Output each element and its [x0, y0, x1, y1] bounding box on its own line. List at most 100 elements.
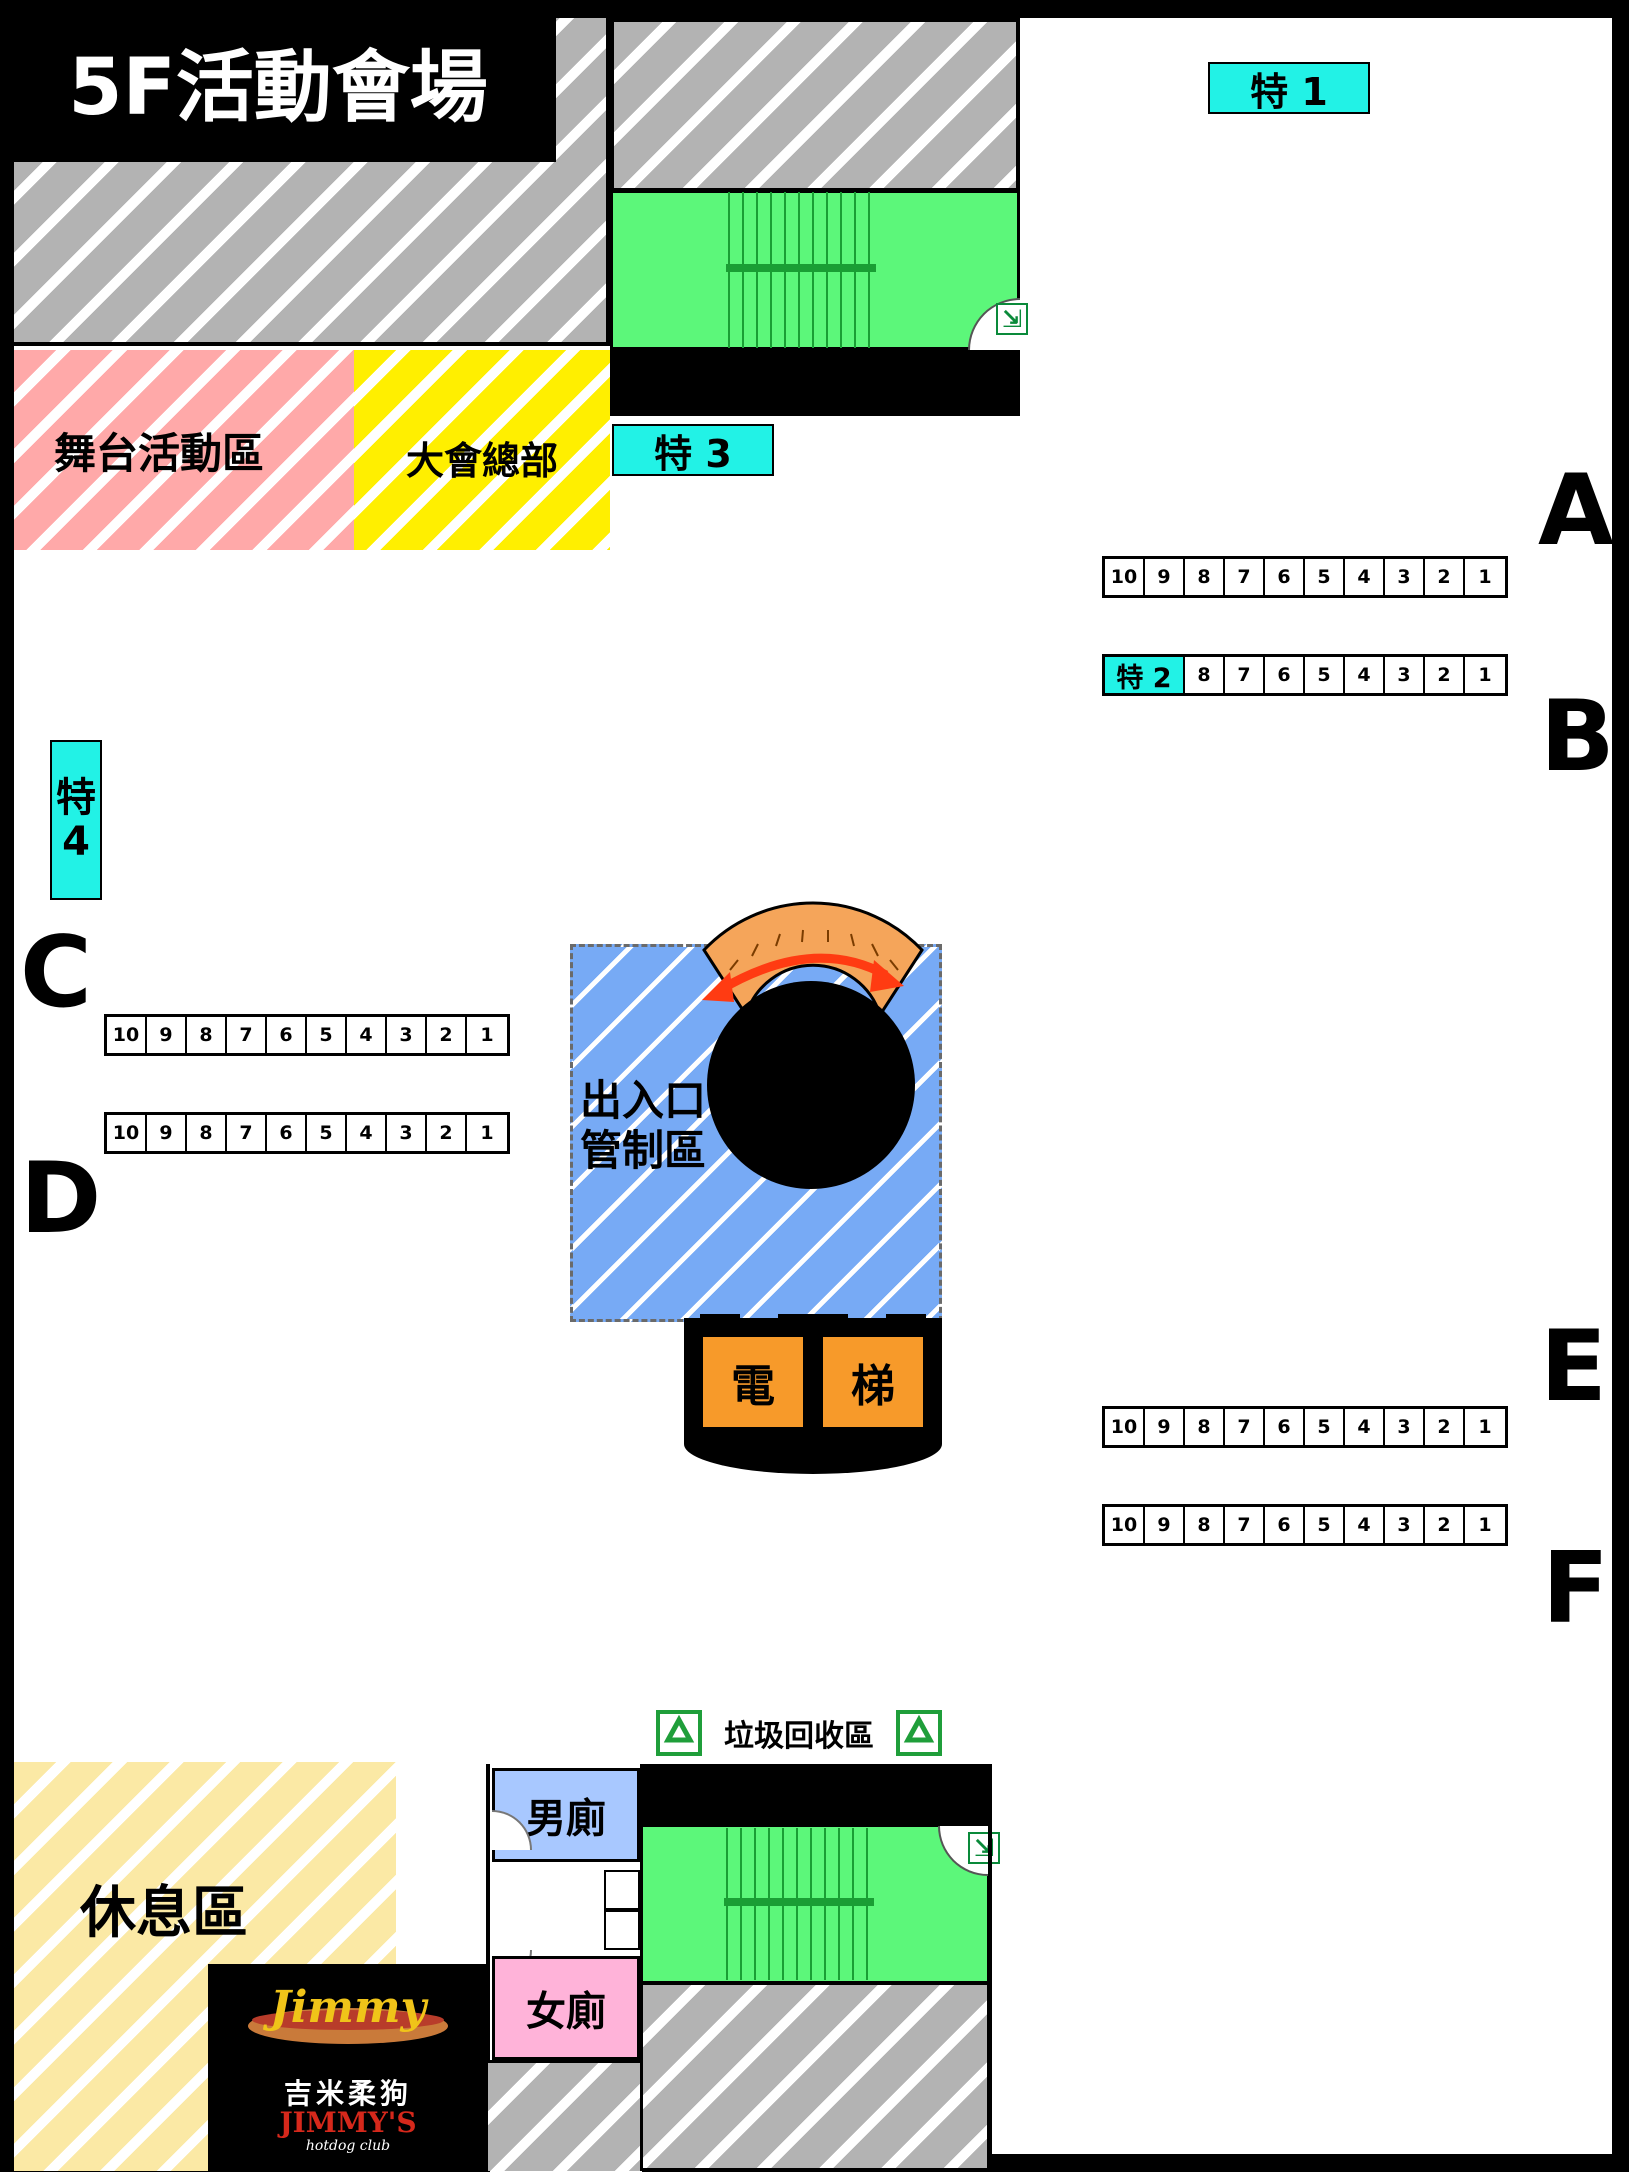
row-letter-c: C: [20, 916, 92, 1030]
booth-a-2[interactable]: 2: [1425, 559, 1465, 595]
booth-d-9[interactable]: 9: [147, 1115, 187, 1151]
special-booth-3[interactable]: 特 3: [612, 424, 774, 476]
special-booth-4-label-1: 特: [56, 775, 96, 821]
special-booth-2[interactable]: 特 2: [1105, 657, 1185, 694]
booth-c-10[interactable]: 10: [107, 1017, 147, 1053]
booth-b-4[interactable]: 4: [1345, 657, 1385, 693]
booth-row-a: 10 9 8 7 6 5 4 3 2 1: [1102, 556, 1508, 598]
booth-d-8[interactable]: 8: [187, 1115, 227, 1151]
sponsor-logo: Jimmy 吉米柔狗 JIMMY'S hotdog club: [208, 1964, 488, 2171]
revolving-door-ticks: [729, 929, 899, 971]
booth-row-f: 10 9 8 7 6 5 4 3 2 1: [1102, 1504, 1508, 1546]
special-booth-4-label-2: 4: [62, 819, 90, 865]
row-letter-f: F: [1542, 1532, 1609, 1646]
booth-d-2[interactable]: 2: [427, 1115, 467, 1151]
booth-f-6[interactable]: 6: [1265, 1507, 1305, 1543]
sponsor-english-name: JIMMY'S: [279, 2106, 417, 2139]
booth-b-1[interactable]: 1: [1478, 664, 1492, 686]
booth-b-6[interactable]: 6: [1265, 657, 1305, 693]
recycling-label: 垃圾回收區: [724, 1719, 874, 1754]
central-pillar: [707, 981, 915, 1189]
sponsor-tagline: hotdog club: [305, 2138, 391, 2154]
booth-a-4[interactable]: 4: [1345, 559, 1385, 595]
rotating-arrow-head-right: [870, 960, 904, 992]
booth-d-7[interactable]: 7: [227, 1115, 267, 1151]
booth-e-1[interactable]: 1: [1478, 1416, 1492, 1438]
booth-f-1[interactable]: 1: [1478, 1514, 1492, 1536]
row-letter-e: E: [1540, 1310, 1607, 1424]
booth-b-5[interactable]: 5: [1305, 657, 1345, 693]
booth-c-6[interactable]: 6: [267, 1017, 307, 1053]
booth-row-e: 10 9 8 7 6 5 4 3 2 1: [1102, 1406, 1508, 1448]
booth-a-6[interactable]: 6: [1265, 559, 1305, 595]
booth-d-4[interactable]: 4: [347, 1115, 387, 1151]
rest-area-label: 休息區: [80, 1881, 248, 1946]
emergency-exit-icon: ⇲: [996, 303, 1028, 335]
title-box: 5F活動會場: [0, 0, 556, 162]
booth-a-8[interactable]: 8: [1185, 559, 1225, 595]
booth-b-7[interactable]: 7: [1225, 657, 1265, 693]
recycle-icon: [656, 1710, 702, 1756]
booth-d-10[interactable]: 10: [107, 1115, 147, 1151]
booth-c-2[interactable]: 2: [427, 1017, 467, 1053]
headquarters-label: 大會總部: [405, 439, 558, 483]
booth-a-3[interactable]: 3: [1385, 559, 1425, 595]
booth-b-8[interactable]: 8: [1185, 657, 1225, 693]
booth-f-3[interactable]: 3: [1385, 1507, 1425, 1543]
booth-e-8[interactable]: 8: [1185, 1409, 1225, 1445]
rotating-arrow-icon: [717, 953, 889, 994]
rotating-arrow-head-left: [702, 972, 734, 1002]
booth-f-2[interactable]: 2: [1425, 1507, 1465, 1543]
booth-d-6[interactable]: 6: [267, 1115, 307, 1151]
booth-e-6[interactable]: 6: [1265, 1409, 1305, 1445]
mens-restroom-label: 男廁: [526, 1796, 606, 1842]
special-booth-3-label: 特 3: [654, 431, 732, 476]
stair-landing-top: [726, 264, 876, 272]
booth-f-9[interactable]: 9: [1145, 1507, 1185, 1543]
right-bottom-wall: [988, 1764, 992, 2171]
stage-area: 舞台活動區: [14, 350, 354, 550]
booth-b-2[interactable]: 2: [1425, 657, 1465, 693]
row-letter-a: A: [1538, 454, 1614, 568]
booth-c-9[interactable]: 9: [147, 1017, 187, 1053]
booth-a-5[interactable]: 5: [1305, 559, 1345, 595]
sponsor-script: Jimmy: [269, 1982, 427, 2033]
booth-f-7[interactable]: 7: [1225, 1507, 1265, 1543]
womens-restroom[interactable]: 女廁: [492, 1956, 640, 2060]
booth-e-3[interactable]: 3: [1385, 1409, 1425, 1445]
booth-f-10[interactable]: 10: [1105, 1507, 1145, 1543]
elevator-notch-left: [700, 1314, 740, 1326]
booth-e-7[interactable]: 7: [1225, 1409, 1265, 1445]
booth-d-5[interactable]: 5: [307, 1115, 347, 1151]
booth-c-1[interactable]: 1: [480, 1024, 494, 1046]
booth-row-d: 10 9 8 7 6 5 4 3 2 1: [104, 1112, 510, 1154]
emergency-exit-icon: ⇲: [968, 1832, 1000, 1864]
booth-f-4[interactable]: 4: [1345, 1507, 1385, 1543]
elevator-car-right[interactable]: 梯: [820, 1334, 926, 1430]
booth-a-1[interactable]: 1: [1478, 566, 1492, 588]
booth-c-3[interactable]: 3: [387, 1017, 427, 1053]
booth-d-3[interactable]: 3: [387, 1115, 427, 1151]
booth-a-9[interactable]: 9: [1145, 559, 1185, 595]
booth-f-5[interactable]: 5: [1305, 1507, 1345, 1543]
booth-b-3[interactable]: 3: [1385, 657, 1425, 693]
booth-a-7[interactable]: 7: [1225, 559, 1265, 595]
booth-e-9[interactable]: 9: [1145, 1409, 1185, 1445]
booth-a-10[interactable]: 10: [1105, 559, 1145, 595]
elevator-label-left: 電: [731, 1361, 775, 1412]
booth-c-5[interactable]: 5: [307, 1017, 347, 1053]
special-booth-4[interactable]: 特 4: [50, 740, 102, 900]
booth-c-8[interactable]: 8: [187, 1017, 227, 1053]
revolving-door: [702, 901, 924, 1189]
special-booth-1[interactable]: 特 1: [1208, 62, 1370, 114]
booth-e-10[interactable]: 10: [1105, 1409, 1145, 1445]
booth-c-7[interactable]: 7: [227, 1017, 267, 1053]
elevator-car-left[interactable]: 電: [700, 1334, 806, 1430]
booth-d-1[interactable]: 1: [480, 1122, 494, 1144]
page-title: 5F活動會場: [68, 43, 488, 133]
booth-f-8[interactable]: 8: [1185, 1507, 1225, 1543]
booth-e-5[interactable]: 5: [1305, 1409, 1345, 1445]
booth-e-2[interactable]: 2: [1425, 1409, 1465, 1445]
booth-e-4[interactable]: 4: [1345, 1409, 1385, 1445]
booth-c-4[interactable]: 4: [347, 1017, 387, 1053]
